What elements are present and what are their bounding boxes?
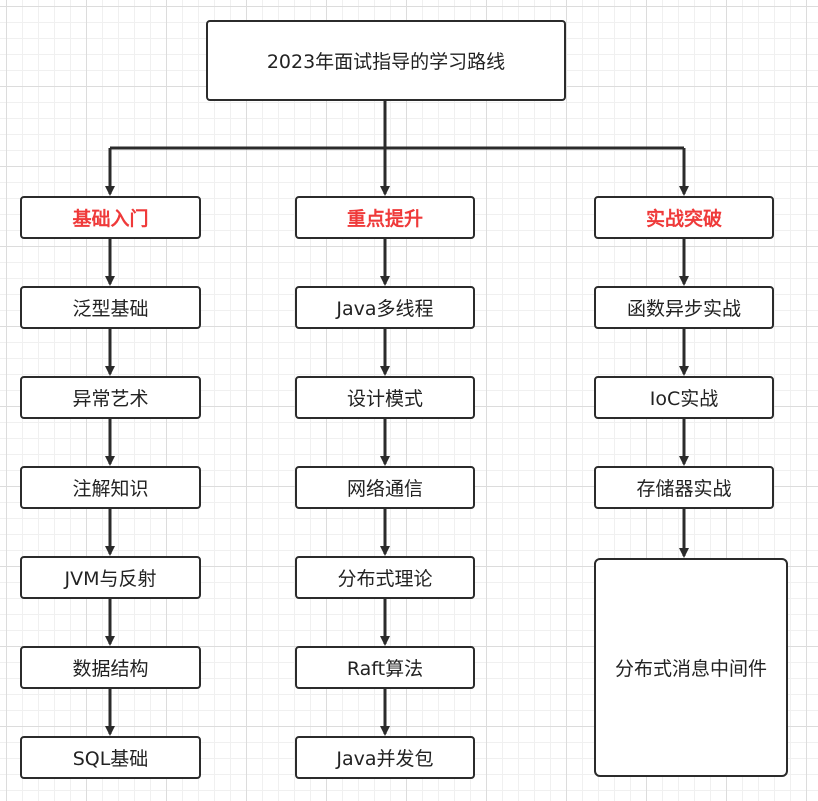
node-distributed-mq: 分布式消息中间件: [594, 558, 788, 777]
node-jvm-reflection: JVM与反射: [20, 556, 201, 599]
node-generics: 泛型基础: [20, 286, 201, 329]
node-async-practice: 函数异步实战: [594, 286, 774, 329]
connectors: [105, 100, 689, 736]
node-ioc-practice: IoC实战: [594, 376, 774, 419]
node-java-multithreading: Java多线程: [295, 286, 475, 329]
node-networking: 网络通信: [295, 466, 475, 509]
node-raft: Raft算法: [295, 646, 475, 689]
root-node: 2023年面试指导的学习路线: [206, 20, 566, 101]
node-data-structures: 数据结构: [20, 646, 201, 689]
node-sql-basics: SQL基础: [20, 736, 201, 779]
node-storage-practice: 存储器实战: [594, 466, 774, 509]
node-distributed-theory: 分布式理论: [295, 556, 475, 599]
header-practice: 实战突破: [594, 196, 774, 239]
header-advanced: 重点提升: [295, 196, 475, 239]
node-annotations: 注解知识: [20, 466, 201, 509]
node-java-concurrency: Java并发包: [295, 736, 475, 779]
node-exceptions: 异常艺术: [20, 376, 201, 419]
node-design-patterns: 设计模式: [295, 376, 475, 419]
header-basics: 基础入门: [20, 196, 201, 239]
